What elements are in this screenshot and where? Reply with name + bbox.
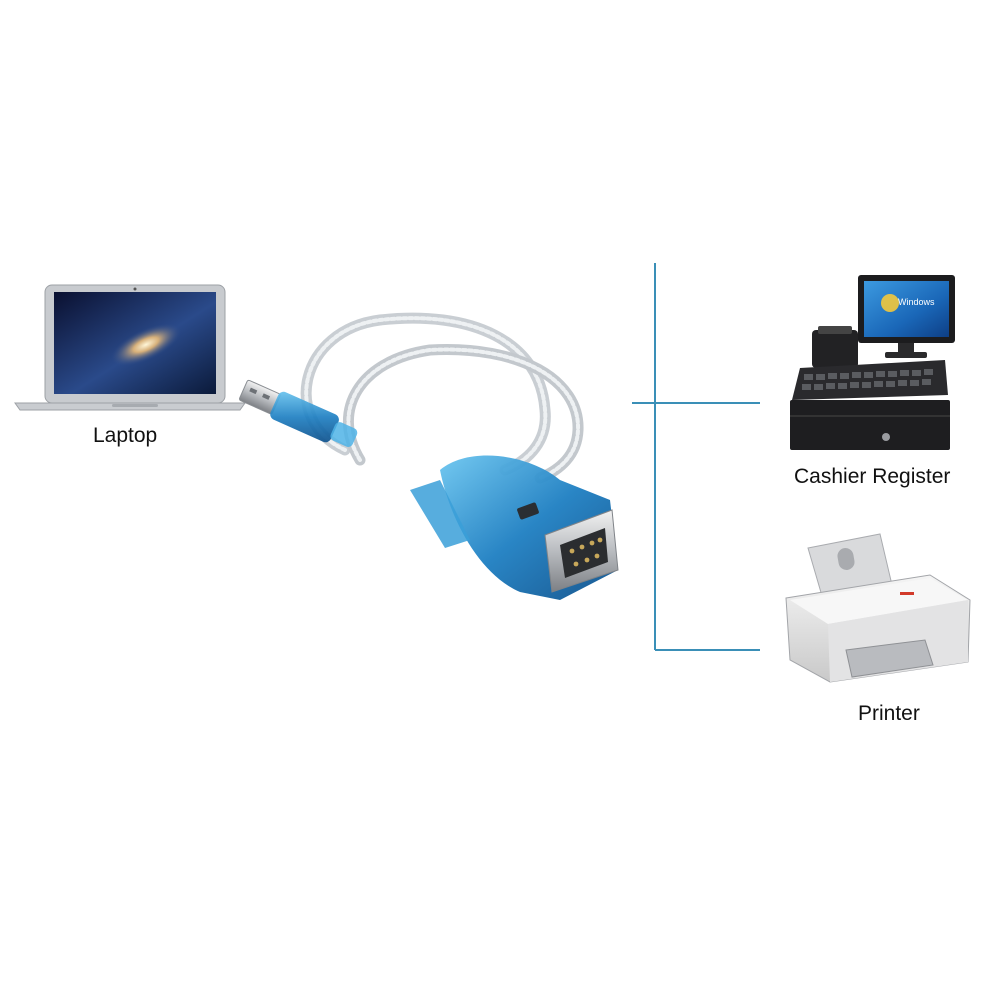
laptop-label: Laptop xyxy=(93,424,158,447)
pos-monitor-text: Windows xyxy=(898,297,935,307)
cashier-register-icon: Windows xyxy=(790,275,955,450)
cashier-register-label: Cashier Register xyxy=(794,465,951,488)
connector-lines xyxy=(632,263,760,651)
usb-serial-cable-icon xyxy=(239,312,619,600)
laptop-icon xyxy=(14,284,246,411)
printer-icon xyxy=(785,533,971,683)
printer-label: Printer xyxy=(858,702,920,725)
